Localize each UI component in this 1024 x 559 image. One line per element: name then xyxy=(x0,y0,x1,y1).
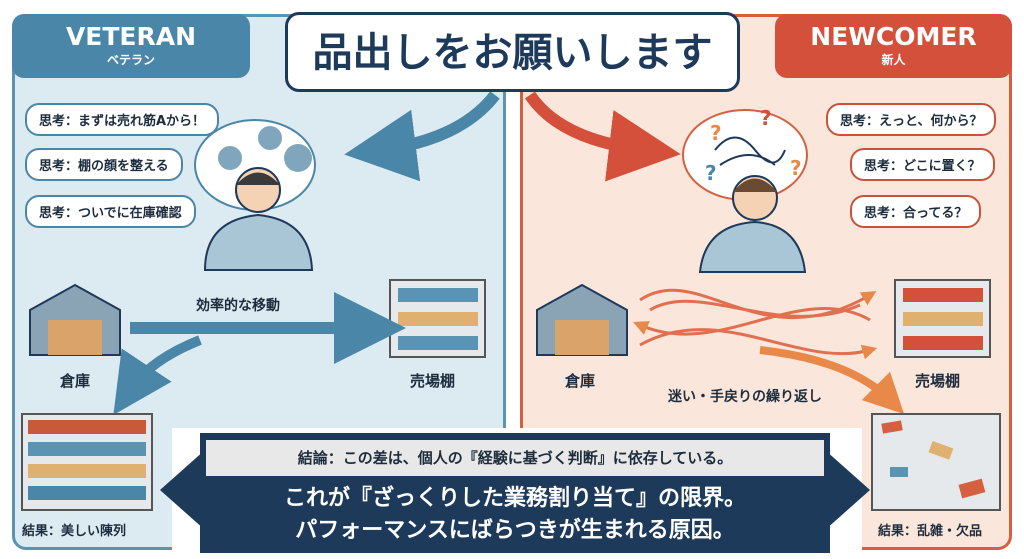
svg-text:?: ? xyxy=(790,156,802,180)
veteran-thought-1: 思考：まずは売れ筋Aから！ xyxy=(25,103,220,136)
request-to-veteran-arrow xyxy=(344,91,500,182)
veteran-shelf-label: 売場棚 xyxy=(410,372,456,390)
newcomer-result-label: 結果：乱雑・欠品 xyxy=(878,524,983,539)
messy-shelf-icon xyxy=(871,413,1001,511)
veteran-header: VETERAN ベテラン xyxy=(12,14,250,78)
veteran-title: VETERAN xyxy=(65,22,197,51)
newcomer-shelf-icon xyxy=(894,279,991,358)
veteran-figure xyxy=(194,119,316,271)
conclusion-headline-1: これが『ざっくりした業務割り当て』の限界。 xyxy=(283,486,746,511)
newcomer-header: NEWCOMER 新人 xyxy=(775,14,1012,78)
newcomer-thought-2: 思考：どこに置く？ xyxy=(850,148,995,181)
veteran-to-display-arrow xyxy=(113,335,202,415)
confused-movement-arrows xyxy=(633,288,905,415)
conclusion-statement: 結論：この差は、個人の『経験に基づく判断』に依存している。 xyxy=(206,440,824,476)
newcomer-warehouse-icon xyxy=(536,283,628,356)
svg-text:?: ? xyxy=(710,121,722,145)
request-speech-bubble: 品出しをお願いします xyxy=(285,12,740,92)
newcomer-thought-3: 思考：合ってる？ xyxy=(850,195,982,228)
veteran-thought-2: 思考：棚の顔を整える xyxy=(25,148,183,181)
veteran-result-label: 結果：美しい陳列 xyxy=(22,524,127,539)
newcomer-subtitle: 新人 xyxy=(881,53,906,67)
neat-shelf-icon xyxy=(21,413,153,511)
conclusion-headline-2: パフォーマンスにばらつきが生まれる原因。 xyxy=(295,518,735,543)
veteran-subtitle: ベテラン xyxy=(106,53,155,67)
veteran-movement-label: 効率的な移動 xyxy=(196,298,280,314)
veteran-warehouse-icon xyxy=(29,283,121,356)
newcomer-movement-label: 迷い・手戻りの繰り返し xyxy=(668,389,822,405)
veteran-warehouse-label: 倉庫 xyxy=(60,372,91,390)
newcomer-figure: ???? xyxy=(682,106,808,273)
newcomer-title: NEWCOMER xyxy=(810,22,977,51)
veteran-shelf-icon xyxy=(389,279,486,358)
newcomer-warehouse-label: 倉庫 xyxy=(565,372,596,390)
svg-text:?: ? xyxy=(760,106,772,130)
newcomer-thought-1: 思考：えっと、何から？ xyxy=(826,103,997,136)
svg-text:?: ? xyxy=(705,161,717,185)
veteran-thought-3: 思考：ついでに在庫確認 xyxy=(25,195,196,228)
newcomer-shelf-label: 売場棚 xyxy=(915,372,961,390)
request-to-newcomer-arrow xyxy=(525,91,681,182)
